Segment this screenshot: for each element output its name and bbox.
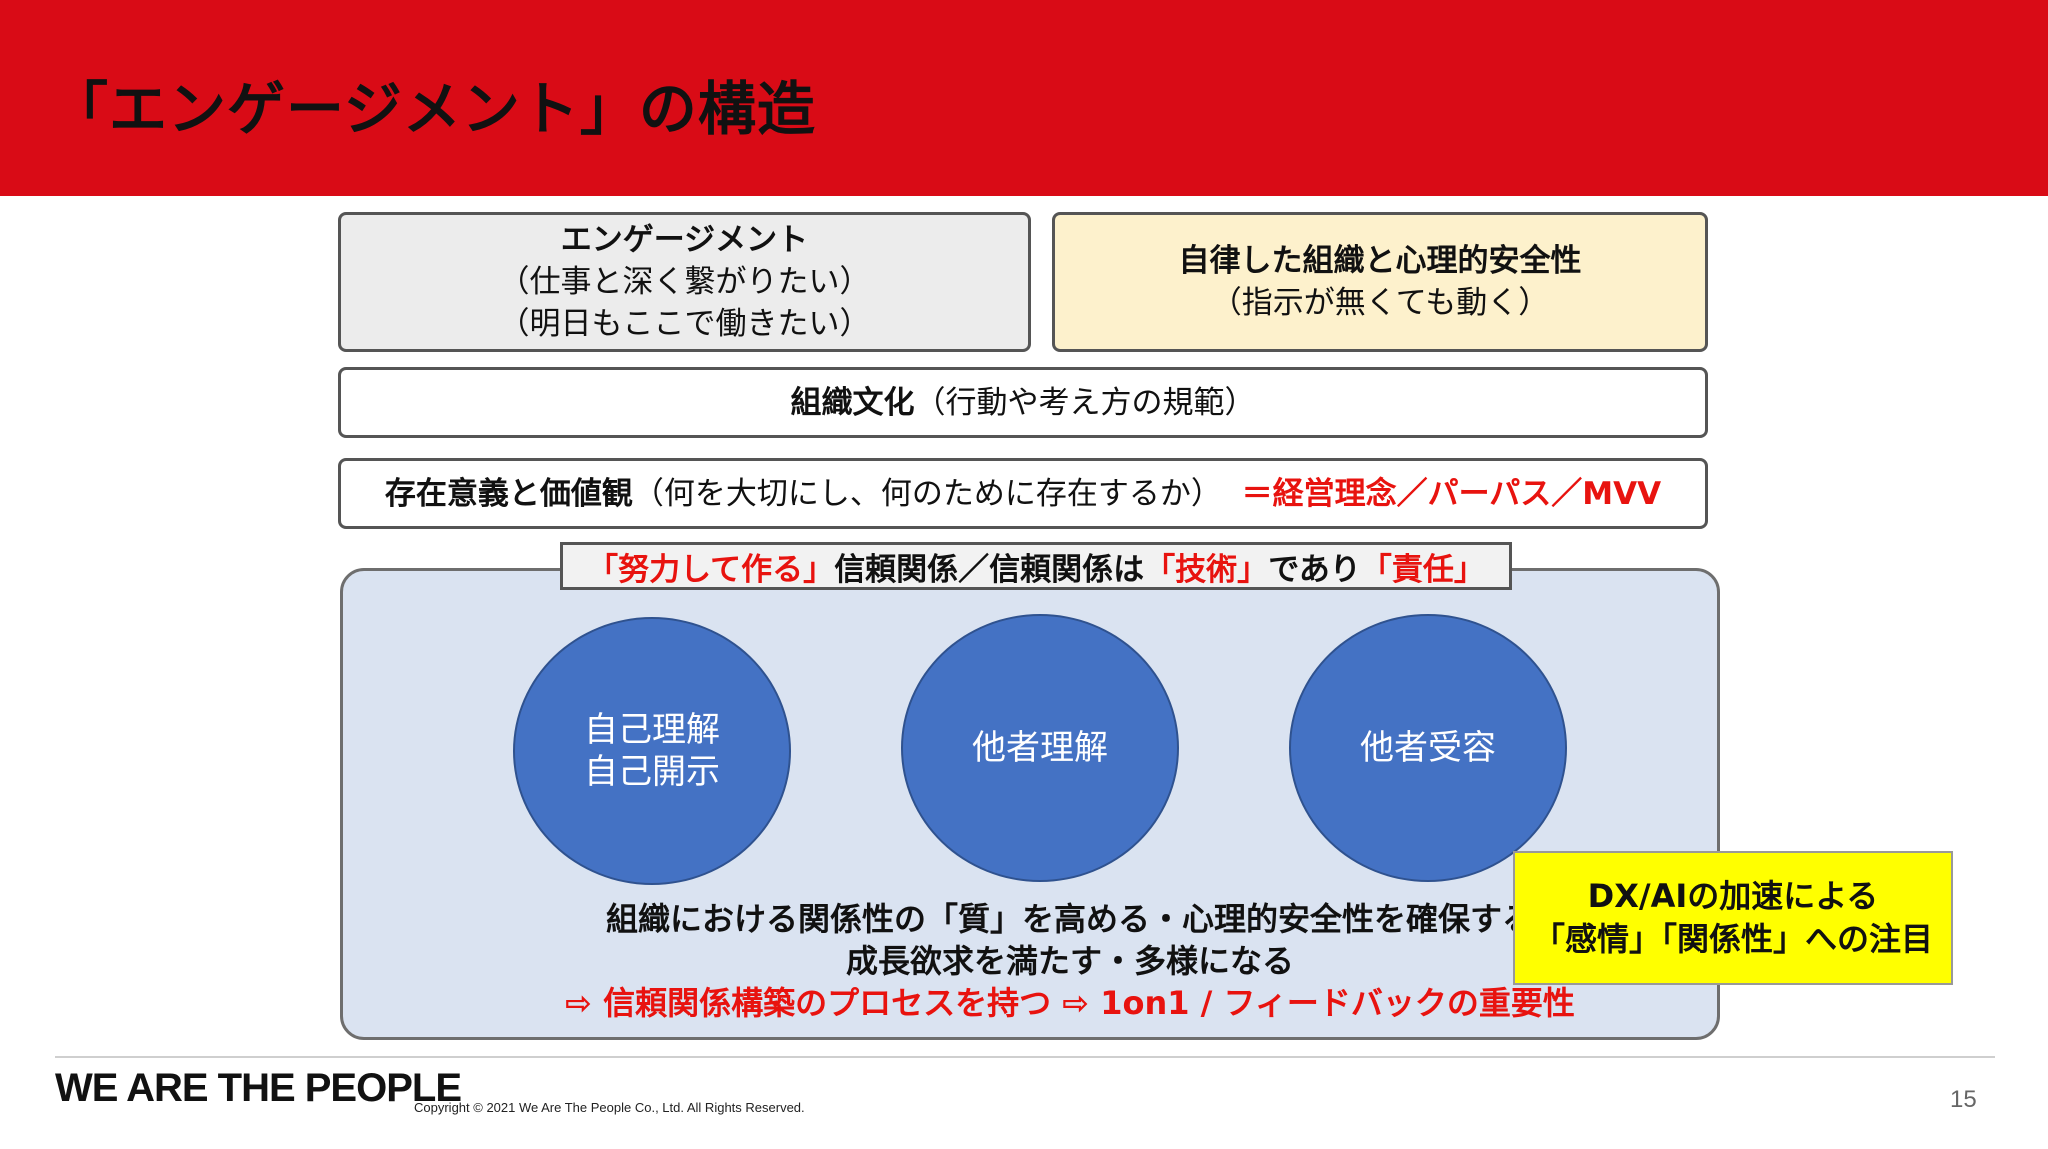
circle-accepting-others: 他者受容 [1289,614,1567,882]
autonomy-box: 自律した組織と心理的安全性 （指示が無くても動く） [1052,212,1708,352]
purpose-box: 存在意義と価値観（何を大切にし、何のために存在するか） ＝経営理念／パーパス／M… [338,458,1708,529]
trust-banner-part-1: 「努力して作る」 [587,551,835,588]
page-number: 15 [1950,1086,1977,1113]
header-band [0,0,2048,196]
bottom-line-2: 成長欲求を満たす・多様になる [845,942,1294,980]
culture-box: 組織文化（行動や考え方の規範） [338,367,1708,438]
bottom-line-1: 組織における関係性の「質」を高める・心理的安全性を確保する [605,900,1534,938]
culture-text: （行動や考え方の規範） [914,384,1256,421]
circle-3-line-1: 他者受容 [1360,728,1496,768]
circle-2-line-1: 他者理解 [972,728,1108,768]
autonomy-subtitle: （指示が無くても動く） [1210,285,1550,321]
trust-banner-part-3: 「技術」 [1144,551,1269,588]
dx-ai-callout: DX/AIの加速による 「感情」「関係性」への注目 [1513,851,1953,985]
circle-self-understanding: 自己理解 自己開示 [513,617,791,885]
footer-divider [55,1056,1995,1058]
engagement-line-1: （仕事と深く繋がりたい） [498,264,871,300]
callout-line-1: DX/AIの加速による [1587,877,1879,915]
slide-title: 「エンゲージメント」の構造 [50,75,816,143]
circle-1-line-2: 自己開示 [584,752,720,792]
engagement-line-2: （明日もここで働きたい） [498,306,871,342]
purpose-text: （何を大切にし、何のために存在するか） [632,475,1222,512]
trust-banner: 「努力して作る」信頼関係／信頼関係は「技術」であり「責任」 [560,542,1512,590]
engagement-box: エンゲージメント （仕事と深く繋がりたい） （明日もここで働きたい） [338,212,1031,352]
purpose-red-text: ＝経営理念／パーパス／MVV [1241,475,1662,512]
callout-line-2: 「感情」「関係性」への注目 [1532,920,1933,958]
autonomy-title: 自律した組織と心理的安全性 [1178,243,1582,279]
purpose-title: 存在意義と価値観 [384,475,633,512]
trust-banner-part-2: 信頼関係／信頼関係は [834,551,1145,588]
circle-understanding-others: 他者理解 [901,614,1179,882]
copyright-text: Copyright © 2021 We Are The People Co., … [414,1100,805,1115]
trust-banner-part-4: であり [1268,551,1361,588]
circle-1-line-1: 自己理解 [584,710,720,750]
bottom-text: 組織における関係性の「質」を高める・心理的安全性を確保する 成長欲求を満たす・多… [420,898,1720,1024]
trust-banner-part-5: 「責任」 [1360,551,1485,588]
company-logo: WE ARE THE PEOPLE [55,1066,462,1110]
culture-title: 組織文化 [790,384,915,421]
bottom-line-3: ⇨ 信頼関係構築のプロセスを持つ ⇨ 1on1 / フィードバックの重要性 [565,984,1575,1022]
engagement-title: エンゲージメント [560,222,809,258]
